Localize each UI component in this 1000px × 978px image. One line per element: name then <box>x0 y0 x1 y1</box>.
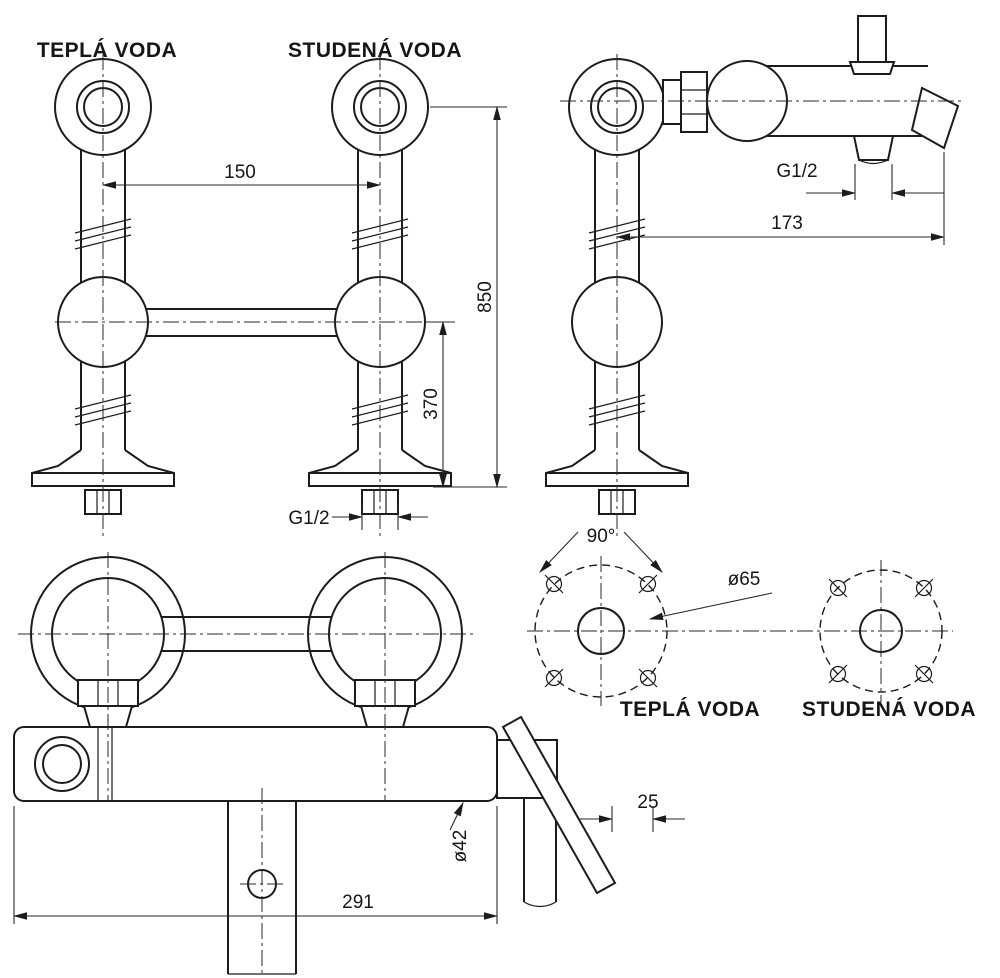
dim-pipe-spacing-text: 150 <box>224 162 256 183</box>
dim-spout-reach: 173 <box>615 152 946 245</box>
spout-nozzle <box>910 86 960 150</box>
dim-lever-offset-text: 25 <box>637 792 658 813</box>
hot-pipe-front <box>31 53 175 541</box>
body-ball-joint <box>706 60 788 142</box>
cross-bar-bottom <box>161 616 332 652</box>
hot-mounting-pattern <box>534 564 668 698</box>
pipe-side <box>545 53 689 541</box>
dim-lever-offset: 25 <box>580 792 685 832</box>
dim-flange-diameter-text: ø65 <box>728 569 761 590</box>
bottom-view: ø42 25 291 <box>12 552 685 976</box>
lever-handle <box>501 715 617 895</box>
dim-pipe-spacing: 150 <box>101 162 382 189</box>
dim-hole-angle: 90° <box>539 526 663 573</box>
dim-flange-diameter: ø65 <box>648 569 773 620</box>
hot-water-label-bottom: TEPLÁ VODA <box>620 698 760 721</box>
dim-lower-height-text: 370 <box>421 388 442 420</box>
side-view: G1/2 173 <box>545 15 965 541</box>
hot-water-label-top: TEPLÁ VODA <box>37 39 177 62</box>
cold-mounting-pattern <box>819 569 943 693</box>
dim-body-length-text: 291 <box>342 892 374 913</box>
dim-outlet-thread-text: G1/2 <box>776 161 817 182</box>
dim-overall-height-text: 850 <box>475 281 496 313</box>
cold-water-label-bottom: STUDENÁ VODA <box>802 698 976 721</box>
cold-water-label-top: STUDENÁ VODA <box>288 39 462 62</box>
cross-bar-front <box>55 308 428 337</box>
dim-body-diameter-text: ø42 <box>450 830 471 863</box>
dim-outlet-thread: G1/2 <box>776 161 944 200</box>
bottom-outlet <box>852 135 895 165</box>
dim-spout-reach-text: 173 <box>771 213 803 234</box>
diverter-knob <box>848 15 896 75</box>
dim-inlet-thread: G1/2 <box>288 505 428 530</box>
dim-body-diameter: ø42 <box>449 801 471 863</box>
dim-inlet-thread-text: G1/2 <box>288 508 329 529</box>
front-view: TEPLÁ VODA STUDENÁ VODA 150 850 370 <box>31 39 507 541</box>
cold-pipe-front <box>308 53 452 541</box>
dim-body-length: 291 <box>12 806 499 924</box>
dim-hole-angle-text: 90° <box>587 526 616 547</box>
shower-holder <box>34 727 113 801</box>
dim-overall-height: 850 <box>430 105 507 489</box>
dim-lower-height: 370 <box>421 320 455 489</box>
mounting-holes-view: 90° ø65 TEPLÁ VODA STUDENÁ VODA <box>527 526 976 721</box>
hex-connector <box>662 71 708 133</box>
